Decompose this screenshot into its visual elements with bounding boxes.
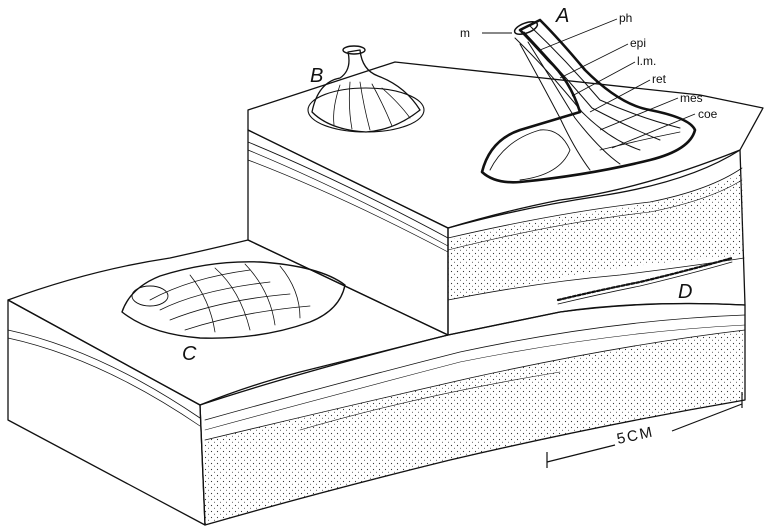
fossil-c <box>122 262 345 338</box>
label-coe: coe <box>698 107 718 121</box>
label-lm: l.m. <box>637 54 656 68</box>
label-ph: ph <box>619 11 632 25</box>
upper-block-stippled-band <box>448 172 744 300</box>
label-c: C <box>182 343 197 365</box>
scale-bar-label: 5CM <box>615 423 655 447</box>
label-d: D <box>678 281 692 303</box>
label-b: B <box>310 65 323 87</box>
lower-block-top-surface <box>8 240 448 405</box>
label-a: A <box>555 5 569 27</box>
label-mes: mes <box>680 91 703 105</box>
label-ret: ret <box>652 72 667 86</box>
fossil-a <box>482 19 695 182</box>
upper-block-left-face <box>248 130 448 335</box>
label-epi: epi <box>630 36 646 50</box>
lower-block-left-face <box>8 300 205 525</box>
fossil-b <box>308 46 424 132</box>
label-m: m <box>460 26 470 40</box>
